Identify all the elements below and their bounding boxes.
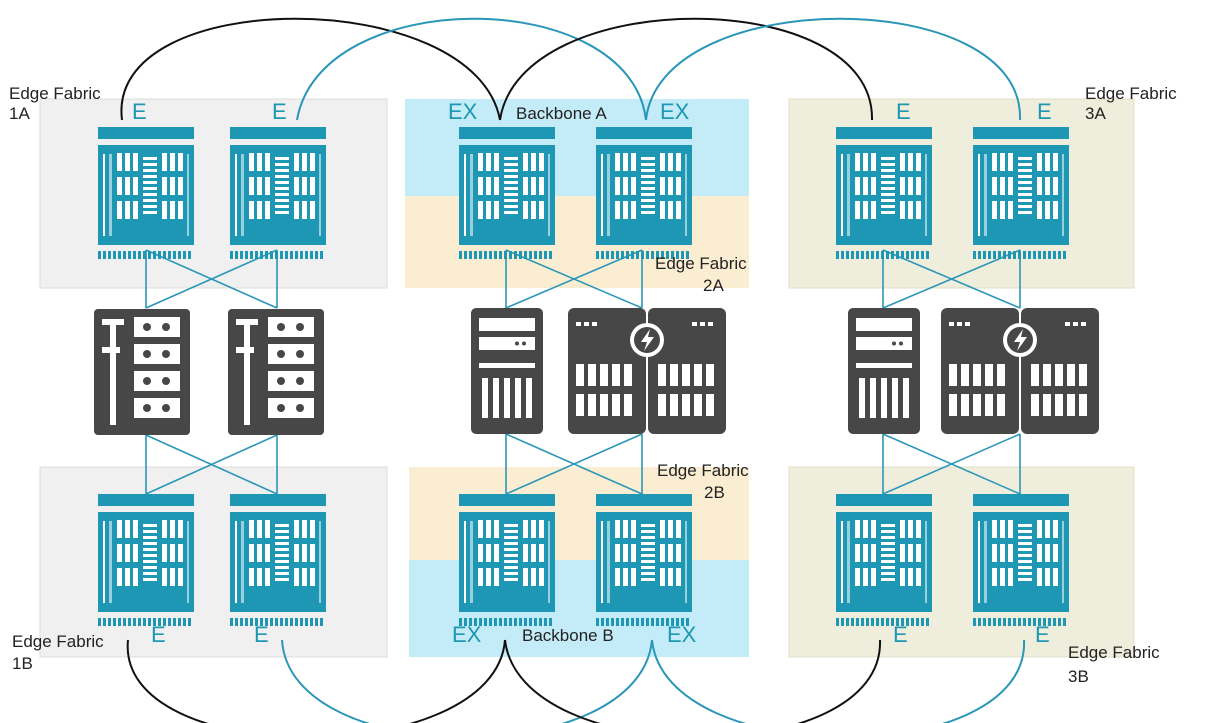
cross-links [145,249,1021,495]
arc-1a-to-backbone-a-blue [296,17,647,121]
fc-switch-icon [836,127,932,259]
edge-fabric-2b-label: Edge Fabric 2B [657,461,753,502]
blade-server-icon [568,308,726,434]
arc-backbone-a-to-3a-black [499,17,874,121]
server-tower-icon [848,308,920,434]
fc-switch-icon [459,494,555,626]
fc-switch-icon [973,127,1069,259]
port-label-e: E [1035,622,1050,647]
fc-switch-icon [230,494,326,626]
top-isl-arcs [120,17,1022,121]
edge-fabric-3a-label: Edge Fabric 3A [1085,84,1181,123]
fabric-labels: Edge Fabric 1A Edge Fabric 1B Edge Fabri… [9,84,1181,686]
port-label-e: E [151,622,166,647]
port-label-ex: EX [660,99,690,124]
edge-fabric-1b-area [39,466,388,658]
fc-switch-icon [836,494,932,626]
port-label-e: E [132,99,147,124]
arc-backbone-b-to-3b-blue [651,639,1026,723]
port-label-ex: EX [452,622,482,647]
edge-fabric-1a-area [39,98,388,289]
fc-switch-icon [98,494,194,626]
blade-server-icon [941,308,1099,434]
edge-fabric-1b-label: Edge Fabric 1B [12,632,108,673]
fc-switch-icon [596,127,692,259]
port-label-e: E [254,622,269,647]
edge-fabric-1a-label: Edge Fabric 1A [9,84,105,123]
bottom-isl-arcs [126,639,1026,723]
fc-switch-icon [973,494,1069,626]
arc-1b-to-backbone-b-blue [281,639,653,723]
fc-switch-icon [98,127,194,259]
port-label-e: E [893,622,908,647]
storage-array-icon [94,309,190,435]
arc-1b-to-backbone-b-black [126,639,506,723]
port-label-e: E [272,99,287,124]
port-label-ex: EX [448,99,478,124]
backbone-a-label: Backbone A [516,104,607,123]
storage-array-icon [228,309,324,435]
arc-backbone-b-to-3b-black [504,639,882,723]
edge-fabric-2a-label: Edge Fabric 2A [655,254,751,295]
port-label-e: E [1037,99,1052,124]
port-labels: E E EX EX E E E E EX EX E E [132,99,1052,647]
edge-fabric-2a-area [405,196,749,288]
fc-switch-icon [596,494,692,626]
port-label-e: E [896,99,911,124]
server-tower-icon [471,308,543,434]
arc-backbone-a-to-3a-blue [645,17,1022,121]
fc-switch-icon [459,127,555,259]
edge-fabric-3b-label: Edge Fabric 3B [1068,643,1164,686]
fc-switch-icon [230,127,326,259]
arc-1a-to-backbone-a-black [120,17,501,121]
backbone-b-label: Backbone B [522,626,614,645]
port-label-ex: EX [667,622,697,647]
end-devices [94,308,1099,435]
